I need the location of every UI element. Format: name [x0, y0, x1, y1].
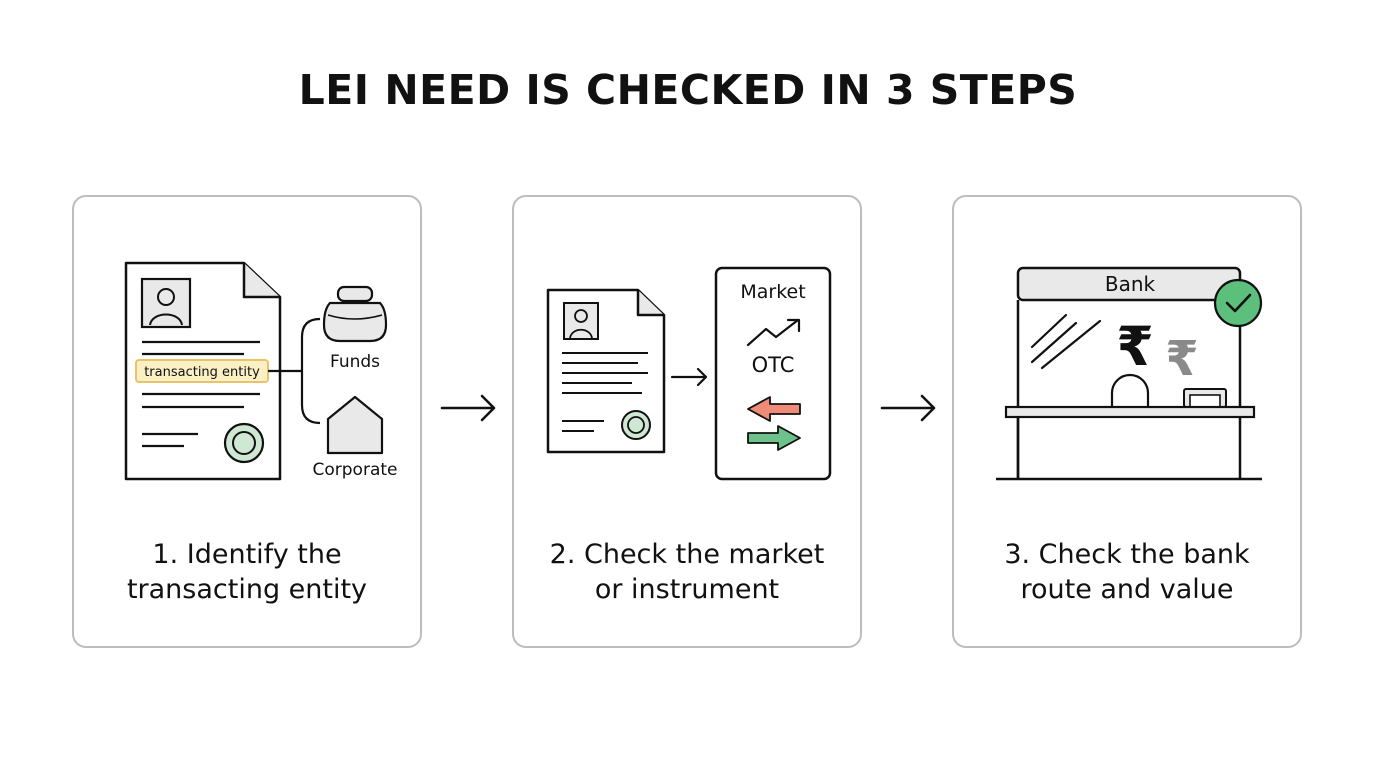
step-3-illustration: Bank ₹ ₹ [996, 266, 1263, 481]
step-card-1: transacting entity Funds Corporate 1. Id… [72, 195, 422, 648]
document-icon [546, 288, 666, 454]
branch-top-label: Funds [330, 352, 380, 372]
bank-label: Bank [1105, 272, 1156, 296]
step-2-illustration: Market OTC [546, 266, 832, 481]
step-card-2: Market OTC 2. Check the market or instru… [512, 195, 862, 648]
panel-top-label: Market [740, 281, 805, 303]
checkmark-badge-icon [1213, 278, 1263, 328]
small-arrow-icon [670, 367, 708, 387]
step-1-caption: 1. Identify the transacting entity [74, 537, 420, 607]
step-2-caption-line-1: 2. Check the market [549, 539, 825, 570]
step-3-caption: 3. Check the bank route and value [954, 537, 1300, 607]
rupee-icon: ₹ [1165, 331, 1198, 387]
branch-connector [268, 317, 321, 425]
trend-up-icon [746, 318, 801, 347]
profile-photo-icon [140, 277, 192, 329]
branch-bottom-label: Corporate [313, 460, 398, 480]
market-panel [714, 266, 832, 481]
step-card-3: Bank ₹ ₹ 3. Check the bank route and val… [952, 195, 1302, 648]
step-2-caption-line-2: or instrument [594, 574, 780, 605]
step-1-caption-line-1: 1. Identify the [152, 539, 342, 570]
panel-middle-label: OTC [752, 353, 795, 377]
step-1-illustration: transacting entity Funds Corporate [124, 261, 398, 481]
step-1-caption-line-2: transacting entity [126, 574, 368, 605]
step-3-caption-line-1: 3. Check the bank [1004, 539, 1250, 570]
jar-icon [322, 285, 388, 343]
page-title: LEI NEED IS CHECKED IN 3 STEPS [298, 66, 1078, 114]
step-3-caption-line-2: route and value [1020, 574, 1234, 605]
swap-arrows-icon [747, 396, 801, 451]
step-2-caption: 2. Check the market or instrument [514, 537, 860, 607]
arrow-right-icon [440, 394, 496, 422]
arrow-right-icon [880, 394, 936, 422]
seal-icon [223, 422, 265, 464]
house-icon [326, 395, 384, 455]
rupee-icon: ₹ [1116, 315, 1154, 378]
highlight-label: transacting entity [144, 365, 260, 380]
